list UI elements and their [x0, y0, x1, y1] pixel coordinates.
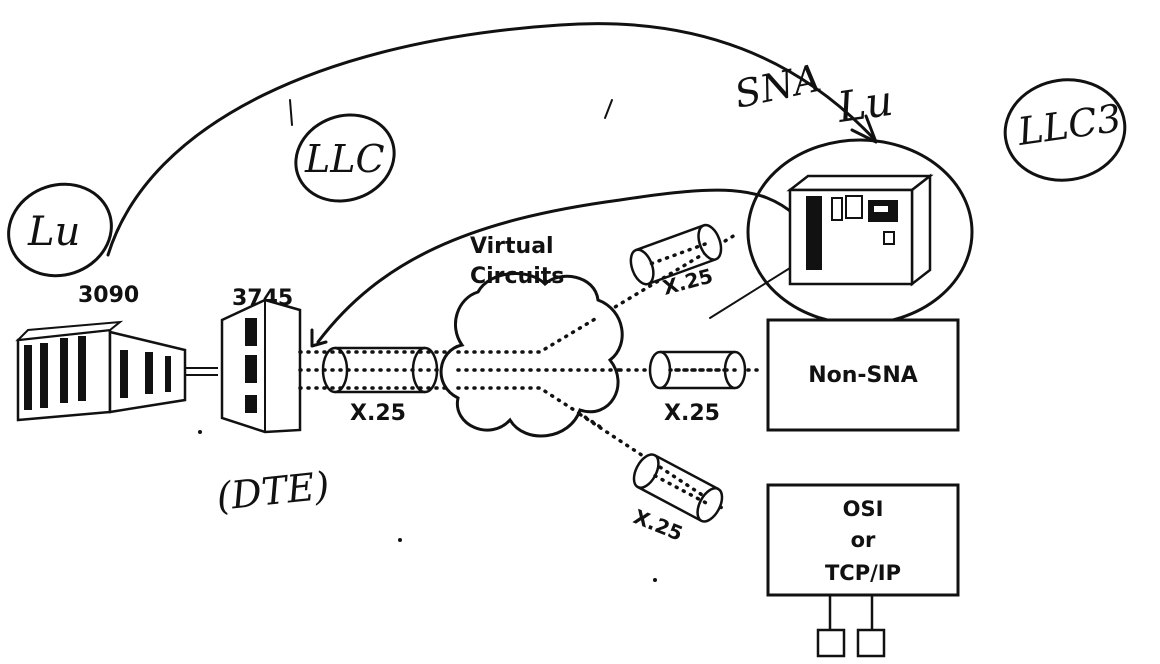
x25-mid-cylinder — [650, 352, 745, 388]
virtual-circuits-cloud — [441, 274, 622, 437]
sna-annotation: SNA — [731, 56, 825, 117]
x25-main-label: X.25 — [350, 401, 406, 426]
lu-left-annotation: Lu — [27, 209, 80, 255]
x25-bottom-label: X.25 — [630, 504, 686, 545]
x25-mid-label: X.25 — [664, 401, 720, 426]
non-sna-label: Non-SNA — [808, 363, 918, 388]
osi-label-line2: or — [851, 528, 876, 552]
handdrawn-tick — [290, 100, 292, 125]
stray-mark — [398, 538, 402, 542]
mainframe-3090-icon — [18, 322, 218, 420]
llc3-annotation: LLC3 — [1014, 96, 1124, 154]
osi-label-line1: OSI — [843, 497, 884, 521]
handdrawn-curve-mainframe-to-lu — [108, 24, 875, 255]
terminal-icon — [858, 595, 884, 656]
lu-right-annotation: Lu — [834, 76, 896, 132]
llc-annotation: LLC — [304, 137, 385, 181]
dte-annotation: (DTE) — [214, 463, 331, 519]
x25-top-label: X.25 — [660, 263, 715, 299]
mainframe-label: 3090 — [78, 283, 139, 308]
terminal-icon — [818, 595, 844, 656]
cloud-label-line1: Virtual — [470, 234, 554, 259]
fep-3745-icon — [222, 300, 300, 432]
stray-mark — [653, 578, 657, 582]
cloud-label-line2: Circuits — [470, 264, 564, 289]
osi-label-line3: TCP/IP — [825, 561, 901, 585]
handdrawn-tick — [605, 100, 612, 118]
stray-mark — [198, 430, 202, 434]
sna-host-icon — [790, 176, 930, 284]
